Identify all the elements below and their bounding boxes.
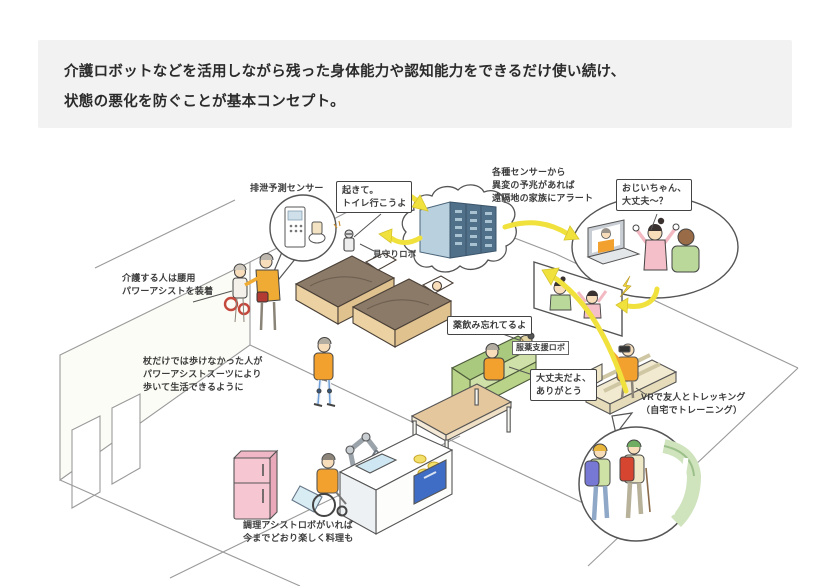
room-outline (59, 189, 799, 586)
server-icon (419, 201, 497, 259)
sofa-person (483, 342, 505, 381)
laptop-icon (586, 219, 641, 265)
door-left-1 (71, 415, 101, 509)
wheelchair-person (291, 452, 348, 517)
kitchen-counter (338, 433, 454, 535)
concept-text: 介護ロボットなどを活用しながら残った身体能力や認知能力をできるだけ使い続け、 状… (64, 64, 626, 110)
hiker-1 (584, 443, 611, 521)
door-left-2 (111, 393, 141, 485)
drawer (413, 459, 447, 505)
vr-trekking-label: VRで友人とトレッキング （自宅でトレーニング） (641, 392, 746, 416)
grandpa-speech-bubble: おじいちゃん、 大丈夫～？ (616, 179, 693, 212)
sleeping-person-head (431, 280, 443, 292)
backpack-blue (584, 460, 600, 487)
beds (294, 220, 455, 348)
walking-stick (645, 467, 651, 513)
toilet-icon (308, 221, 326, 244)
backpack-red (619, 456, 635, 482)
concept-text-box: 介護ロボットなどを活用しながら残った身体能力や認知能力をできるだけ使い続け、 状… (38, 40, 792, 128)
walk-assist-label: 杖だけでは歩けなかった人が パワーアシストスーツにより 歩いて生活できるように (143, 356, 263, 393)
cooking-assist-label: 調理アシストロボがいれば 今までどおり楽しく料理も (243, 520, 354, 544)
hip-power-assist-icon (256, 291, 269, 303)
hiker-2 (619, 439, 651, 519)
medicine-speech-bubble: 薬飲み忘れてるよ (447, 316, 533, 336)
watch-robot-icon (333, 220, 355, 252)
arrow-to-family (563, 225, 580, 241)
arrow-to-cloud-2 (541, 267, 560, 286)
wake-speech-bubble: 起きて。 トイレ行こうよ (336, 181, 413, 214)
arrow-to-cloud (411, 194, 429, 212)
caregiver-group (223, 253, 281, 331)
trekking-bubble (578, 412, 702, 542)
sink (354, 453, 398, 474)
bed-2 (351, 275, 455, 348)
caregiver-assist-label: 介護する人は腰用 パワーアシストを装着 (122, 273, 214, 297)
dining-table (410, 383, 513, 469)
kitchen-group (232, 432, 454, 535)
family-member-figure (671, 228, 700, 273)
cloud-server (401, 184, 517, 273)
fridge-icon (232, 449, 279, 521)
arrow-to-robot (378, 228, 393, 244)
power-assist-walker (313, 337, 336, 407)
alert-bolt-icon (619, 275, 632, 298)
excretion-sensor-callout (261, 194, 337, 301)
remote-alert-label: 各種センサーから 異変の予兆があれば 遠隔地の家族にアラート (492, 167, 594, 204)
thanks-speech-bubble: 大丈夫だよ、 ありがとう (530, 369, 598, 402)
watch-robot-label: 見守りロボ (373, 249, 417, 259)
medication-robot-label: 服薬支援ロボ (512, 341, 570, 355)
vr-headset-icon (618, 345, 631, 353)
arrow-to-display (615, 297, 629, 314)
excretion-sensor-label: 排泄予測センサー (250, 183, 324, 193)
